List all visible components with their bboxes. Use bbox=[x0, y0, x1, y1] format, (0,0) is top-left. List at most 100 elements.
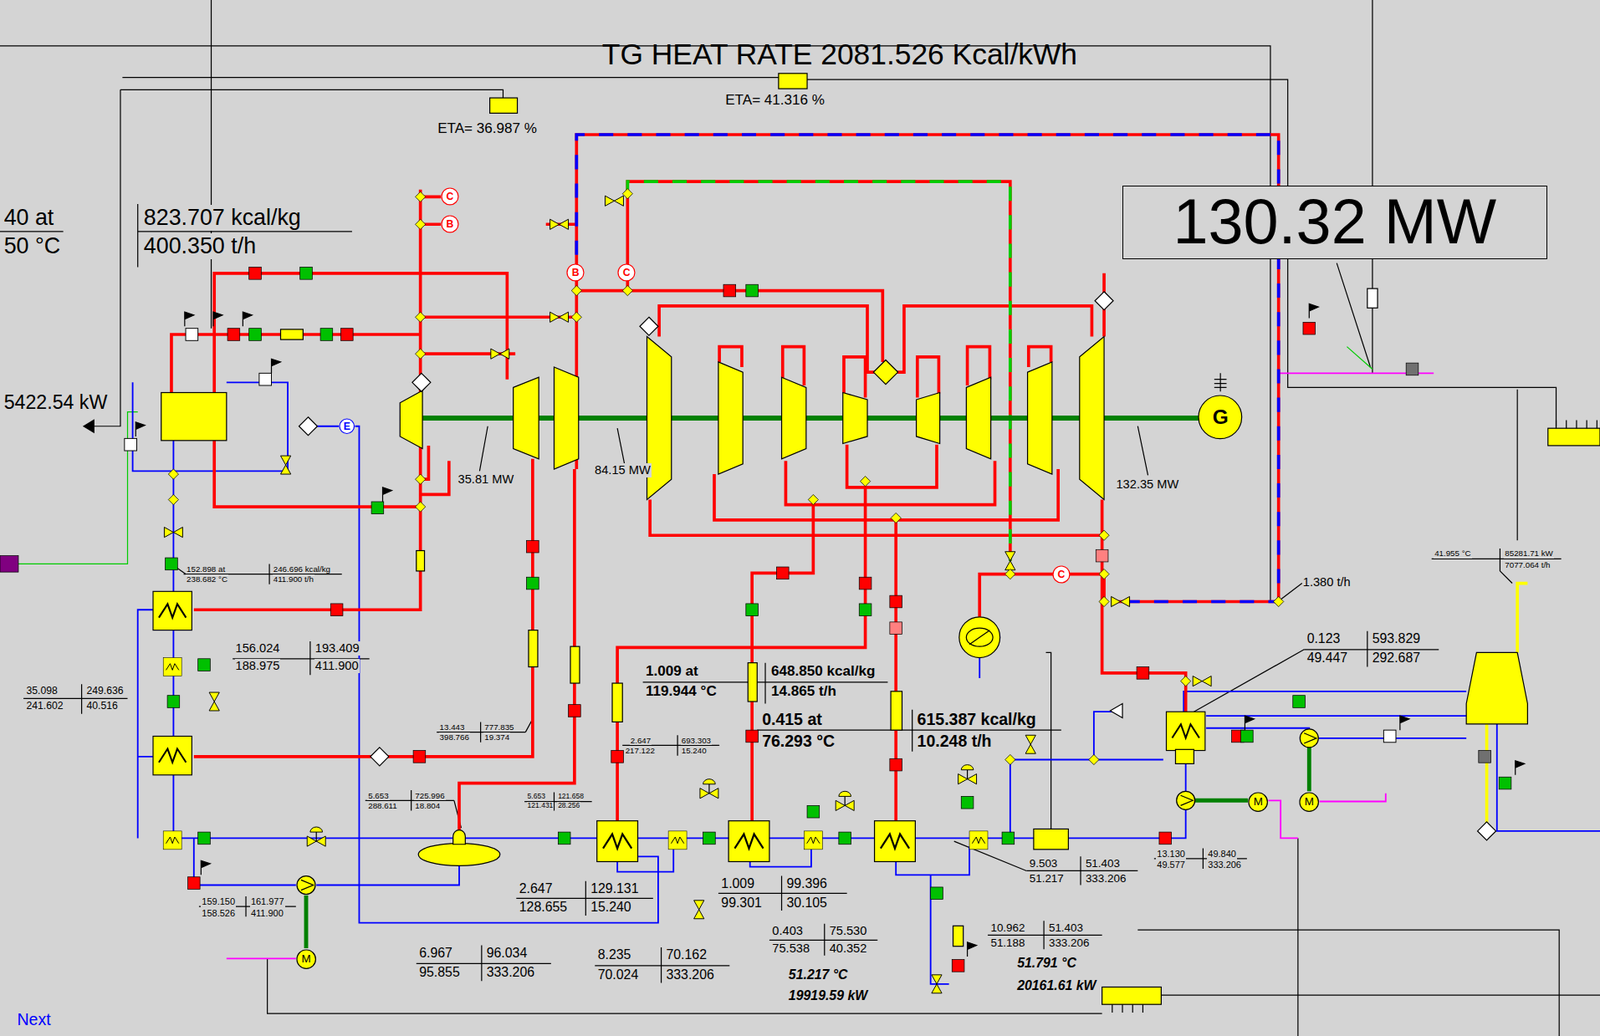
green-square bbox=[165, 557, 179, 571]
gray-square bbox=[1478, 751, 1492, 764]
node-letter: E bbox=[343, 421, 351, 432]
connector-marker: E bbox=[338, 418, 356, 435]
value-label: 50 °C bbox=[3, 233, 62, 260]
value-label: 119.944 °C bbox=[644, 683, 718, 701]
value-label: 249.636 bbox=[85, 684, 124, 697]
junction-diamond bbox=[859, 476, 870, 487]
white-square bbox=[259, 373, 272, 386]
water-pipe bbox=[132, 382, 1600, 984]
value-label: 246.696 kcal/kg bbox=[272, 564, 332, 574]
node-circle bbox=[567, 264, 584, 282]
flag-symbol bbox=[1244, 715, 1254, 731]
value-label: 76.293 °C bbox=[761, 731, 836, 751]
node-letter: M bbox=[1304, 796, 1314, 808]
value-label: 84.15 MW bbox=[593, 463, 652, 478]
junction-diamond bbox=[415, 501, 426, 512]
turbine-stage bbox=[399, 390, 423, 450]
terminal-box bbox=[1548, 428, 1600, 446]
flag-symbol bbox=[1400, 715, 1410, 731]
value-label: 0.403 bbox=[771, 924, 804, 939]
deaerator bbox=[418, 843, 501, 867]
flag-symbol bbox=[967, 942, 977, 957]
terminal-hatch bbox=[1112, 1004, 1144, 1013]
red-square bbox=[413, 751, 426, 764]
red-square bbox=[330, 603, 343, 617]
heat-exchanger bbox=[969, 831, 988, 850]
red-square bbox=[889, 758, 903, 772]
motor-symbol: M bbox=[1247, 792, 1268, 813]
node-circle bbox=[339, 419, 355, 435]
value-label: 7077.064 t/h bbox=[1503, 560, 1551, 570]
valve-symbol bbox=[1005, 552, 1016, 571]
value-label: 96.034 bbox=[485, 945, 529, 962]
value-label: 10.962 bbox=[989, 921, 1026, 935]
value-label: 411.900 bbox=[314, 659, 360, 674]
value-label: 5.653 bbox=[526, 792, 547, 802]
value-label: 19.374 bbox=[483, 732, 511, 742]
value-label: 156.024 bbox=[235, 641, 282, 656]
value-label: 241.602 bbox=[25, 700, 65, 712]
green-square bbox=[961, 796, 974, 809]
terminal-hatch bbox=[1556, 419, 1598, 429]
value-label: 121.658 bbox=[557, 792, 585, 802]
value-label: 288.611 bbox=[367, 801, 399, 811]
valve-symbol bbox=[1025, 735, 1036, 754]
value-label: 40.352 bbox=[828, 941, 869, 956]
value-label: 99.396 bbox=[785, 876, 829, 892]
green-square bbox=[1241, 730, 1254, 743]
pump-symbol bbox=[1176, 791, 1196, 810]
eta-box bbox=[778, 73, 808, 89]
red-square bbox=[723, 284, 737, 297]
terminal-box bbox=[1102, 986, 1162, 1005]
node-letter: M bbox=[1253, 796, 1263, 808]
value-label: 777.835 bbox=[483, 722, 515, 732]
junction-diamond bbox=[1180, 676, 1192, 687]
pink-square bbox=[889, 622, 903, 635]
red-square bbox=[1303, 322, 1316, 335]
value-label: 121.431 bbox=[526, 802, 555, 811]
value-label: 0.415 at bbox=[761, 710, 824, 729]
control-valve bbox=[700, 779, 719, 799]
value-label: 159.150 bbox=[200, 896, 236, 908]
value-label: 49.577 bbox=[1155, 859, 1186, 871]
valve-symbol bbox=[281, 455, 292, 475]
flag-symbol bbox=[1308, 303, 1319, 318]
motor-symbol: M bbox=[1298, 792, 1319, 813]
triangle-mark bbox=[1109, 703, 1123, 718]
value-label: 70.024 bbox=[597, 967, 640, 983]
junction-diamond bbox=[415, 219, 426, 230]
junction-diamond bbox=[1088, 754, 1100, 765]
green-square bbox=[198, 832, 211, 845]
value-label: 333.206 bbox=[1047, 936, 1090, 950]
valve-symbol bbox=[604, 195, 624, 206]
heat-exchanger bbox=[874, 821, 916, 863]
junction-diamond bbox=[622, 189, 633, 200]
value-label: 823.707 kcal/kg bbox=[143, 204, 302, 231]
node-circle bbox=[441, 215, 459, 233]
valve-symbol bbox=[931, 975, 942, 994]
value-label: 1.009 at bbox=[644, 663, 700, 680]
table-divider bbox=[23, 548, 1562, 984]
heat-exchanger bbox=[1165, 711, 1205, 751]
value-label: 75.538 bbox=[771, 941, 811, 956]
heat-exchanger bbox=[728, 821, 770, 863]
junction-diamond bbox=[1099, 568, 1110, 579]
triangle-mark bbox=[83, 419, 94, 433]
value-label: ETA= 41.316 % bbox=[724, 92, 826, 109]
node-circle bbox=[1053, 566, 1070, 583]
value-label: 333.206 bbox=[1084, 872, 1127, 885]
gland-condenser bbox=[959, 617, 1001, 659]
value-label: 30.105 bbox=[785, 895, 829, 911]
green-square bbox=[198, 659, 211, 672]
value-label: 158.526 bbox=[200, 908, 236, 920]
value-label: 400.350 t/h bbox=[143, 233, 257, 260]
value-label: 41.955 °C bbox=[1433, 548, 1472, 558]
value-label: 152.898 at bbox=[185, 564, 226, 574]
steam-pipe bbox=[171, 189, 1186, 832]
green-square bbox=[167, 695, 180, 709]
node-circle bbox=[618, 264, 635, 282]
node-circle bbox=[296, 950, 316, 969]
green-square bbox=[746, 284, 759, 297]
node-circle bbox=[1198, 395, 1243, 440]
value-label: 132.35 MW bbox=[1114, 477, 1180, 492]
